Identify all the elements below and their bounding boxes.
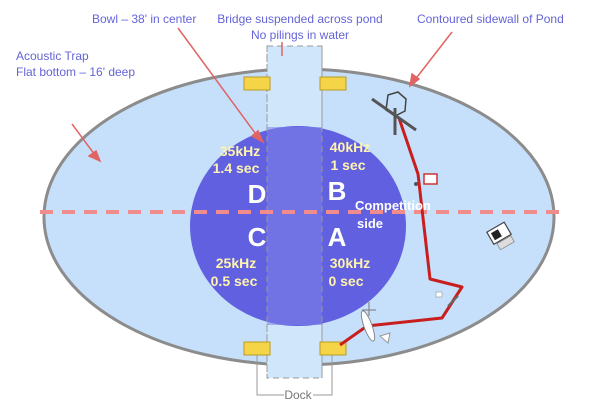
competition-label-line2: side	[357, 216, 383, 231]
boat-icon-lower	[360, 302, 391, 344]
marker-icon	[435, 291, 459, 307]
quadrant-d-frequency: 35kHz	[220, 143, 260, 159]
bridge-pad-top-left	[243, 76, 271, 91]
boat-icon-upper	[414, 173, 438, 186]
buoy-icon	[371, 91, 417, 135]
quadrant-c-letter: C	[248, 222, 267, 252]
box-icon	[486, 221, 515, 251]
dock-label: Dock	[284, 388, 312, 400]
quadrant-b-frequency: 40kHz	[330, 139, 370, 155]
trap-pointer-head	[87, 149, 102, 163]
trap-annotation-line1: Acoustic Trap	[16, 49, 89, 63]
quadrant-b-duration: 1 sec	[330, 157, 365, 173]
competition-label-line1: Competition	[355, 198, 431, 213]
quadrant-d-duration: 1.4 sec	[213, 160, 260, 176]
quadrant-a-frequency: 30kHz	[330, 255, 370, 271]
quadrant-c-duration: 0.5 sec	[211, 273, 258, 289]
quadrant-c-frequency: 25kHz	[216, 255, 256, 271]
bridge-pad-top-right	[319, 76, 347, 91]
bowl-pointer	[177, 27, 259, 138]
bridge-over-bowl	[267, 127, 322, 325]
sidewall-pointer	[413, 31, 453, 82]
sidewall-pointer-head	[408, 72, 421, 88]
bridge-annotation-line2: No pilings in water	[251, 28, 349, 42]
trap-annotation-line2: Flat bottom – 16' deep	[16, 65, 135, 79]
sidewall-annotation: Contoured sidewall of Pond	[417, 12, 564, 26]
pointer-arrows	[71, 27, 453, 163]
trap-pointer	[71, 123, 96, 156]
bridge-annotation-line1: Bridge suspended across pond	[217, 12, 382, 26]
bridge-pad-bottom-right	[319, 341, 347, 356]
quadrant-a-duration: 0 sec	[328, 273, 363, 289]
quadrant-b-letter: B	[328, 176, 347, 206]
quadrant-d-letter: D	[248, 179, 267, 209]
bowl-annotation: Bowl – 38' in center	[92, 12, 196, 26]
bridge-pad-bottom-left	[243, 341, 271, 356]
quadrant-a-letter: A	[328, 222, 347, 252]
dock-connector	[256, 355, 333, 396]
bowl-pointer-head	[250, 129, 265, 144]
